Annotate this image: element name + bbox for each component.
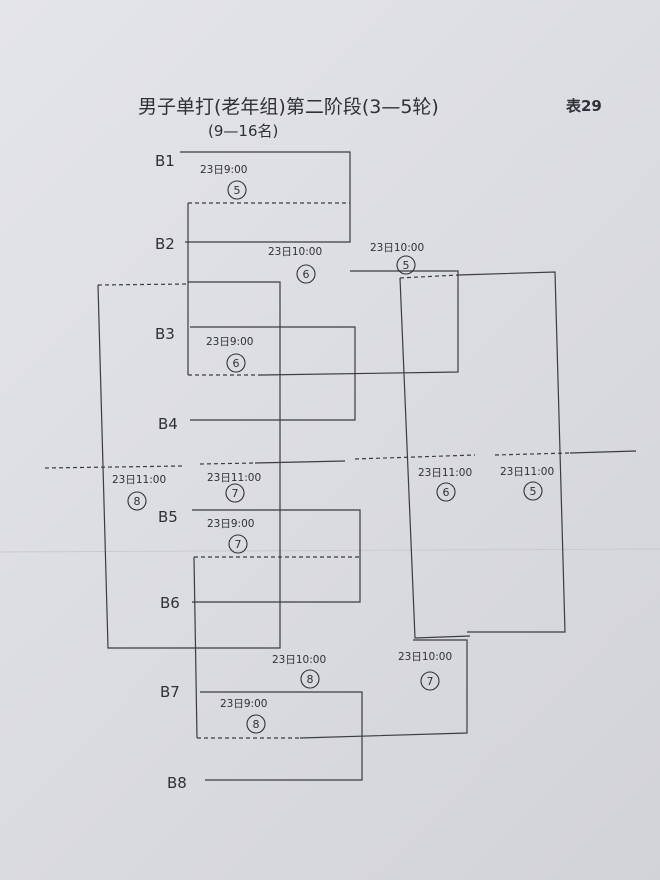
svg-text:6: 6: [443, 486, 450, 499]
match-marker: 23日10:00 7: [398, 651, 452, 691]
svg-text:7: 7: [232, 487, 239, 500]
player-label: B1: [155, 152, 175, 170]
player-label: B5: [158, 508, 178, 526]
svg-text:23日9:00: 23日9:00: [207, 518, 254, 530]
player-label: B2: [155, 235, 175, 253]
paper-fold: [0, 548, 660, 553]
r1-bracket-bottom-1: [192, 509, 361, 739]
player-label: B7: [160, 683, 180, 701]
svg-text:23日10:00: 23日10:00: [272, 654, 326, 666]
r3-bracket-losers-final: [97, 283, 196, 649]
player-label: B8: [167, 774, 187, 792]
svg-text:8: 8: [134, 495, 141, 508]
player-label: B3: [155, 325, 175, 343]
divider-right: [354, 454, 476, 460]
page-title: 男子单打(老年组)第二阶段(3—5轮): [138, 96, 439, 118]
match-marker: 23日11:00 7: [207, 472, 261, 503]
svg-text:7: 7: [235, 538, 242, 551]
svg-text:23日10:00: 23日10:00: [268, 246, 322, 258]
match-marker: 23日9:00 7: [207, 518, 254, 554]
svg-text:23日10:00: 23日10:00: [398, 651, 452, 663]
match-marker: 23日10:00 8: [272, 654, 326, 689]
svg-text:23日11:00: 23日11:00: [500, 466, 554, 478]
svg-text:5: 5: [403, 259, 410, 272]
page-subtitle: (9—16名): [208, 122, 278, 140]
divider-far: [494, 452, 571, 456]
svg-text:5: 5: [530, 485, 537, 498]
table-tag: 表29: [566, 97, 602, 115]
match-marker: 23日11:00 8: [112, 474, 166, 511]
match-marker: 23日11:00 6: [418, 467, 472, 502]
match-marker: 23日9:00 6: [206, 336, 253, 373]
svg-text:23日11:00: 23日11:00: [112, 474, 166, 486]
svg-text:23日9:00: 23日9:00: [206, 336, 253, 348]
match-marker: 23日10:00 6: [268, 246, 322, 284]
svg-text:5: 5: [234, 184, 241, 197]
r2-bracket-winners-bottom: [299, 639, 468, 739]
divider-mid-solid: [254, 460, 346, 464]
svg-text:23日11:00: 23日11:00: [207, 472, 261, 484]
svg-text:7: 7: [427, 675, 434, 688]
match-marker: 23日11:00 5: [500, 466, 554, 501]
svg-text:6: 6: [303, 268, 310, 281]
divider-left: [44, 465, 183, 469]
r1-bracket-top-1: [180, 151, 351, 375]
svg-text:23日11:00: 23日11:00: [418, 467, 472, 479]
r2-bracket-losers: [188, 281, 281, 649]
svg-text:6: 6: [233, 357, 240, 370]
player-label: B6: [160, 594, 180, 612]
r2-bracket-winners-top: [261, 270, 459, 376]
match-marker: 23日9:00 8: [220, 698, 267, 734]
svg-text:8: 8: [253, 718, 260, 731]
svg-text:8: 8: [307, 673, 314, 686]
divider-mid: [199, 462, 256, 465]
match-marker: 23日10:00 5: [370, 242, 424, 275]
player-label: B4: [158, 415, 178, 433]
svg-text:23日9:00: 23日9:00: [220, 698, 267, 710]
divider-far-solid: [569, 450, 637, 454]
r3-bracket-winners-final: [399, 271, 566, 639]
match-marker: 23日9:00 5: [200, 164, 247, 200]
svg-text:23日10:00: 23日10:00: [370, 242, 424, 254]
svg-text:23日9:00: 23日9:00: [200, 164, 247, 176]
